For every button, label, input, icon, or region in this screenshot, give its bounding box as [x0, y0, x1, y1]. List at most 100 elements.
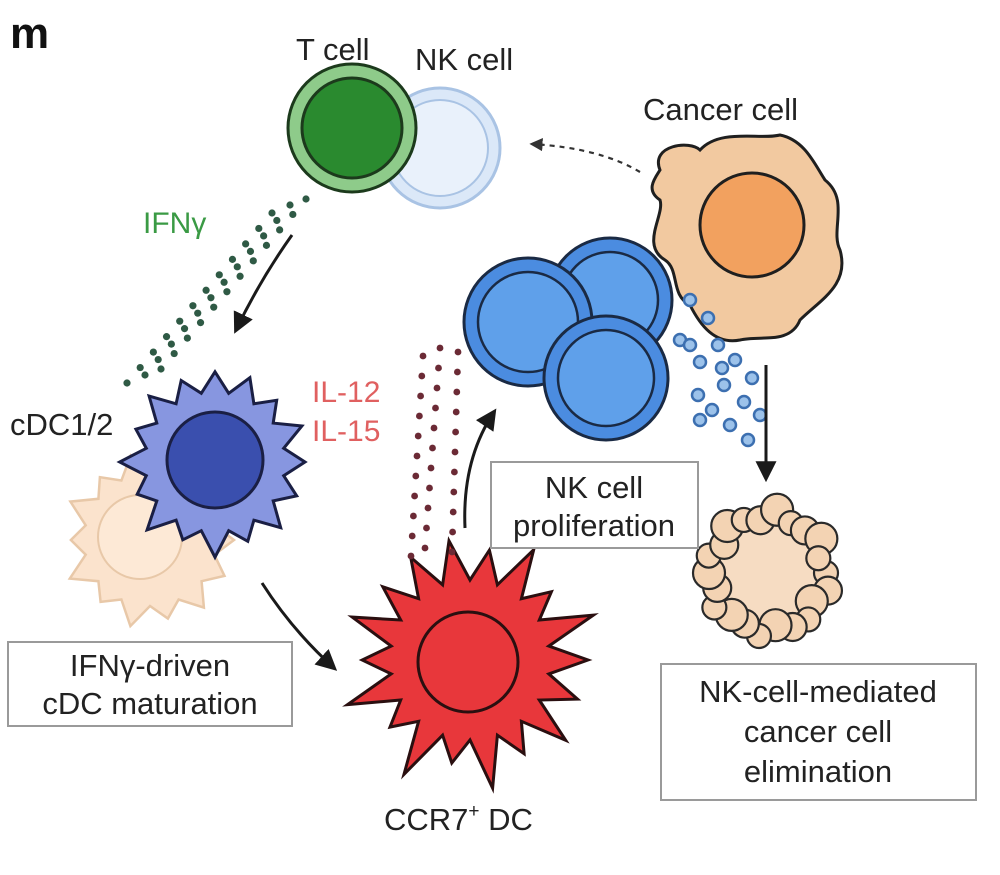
- dot: [273, 216, 281, 225]
- dot: [167, 340, 175, 348]
- dot: [255, 224, 263, 233]
- maturation-arrow: [260, 582, 338, 671]
- dot: [242, 240, 250, 248]
- dot: [417, 392, 424, 400]
- dot: [149, 348, 157, 356]
- ifn-gamma-label: IFNγ: [143, 207, 206, 240]
- dot: [414, 432, 422, 440]
- recognition-dashed-arrow: [529, 138, 641, 173]
- dot: [207, 294, 215, 302]
- granule: [682, 292, 698, 308]
- dot: [424, 504, 432, 512]
- dot: [176, 317, 184, 325]
- cdc-label: cDC1/2: [10, 407, 113, 442]
- granule: [722, 417, 738, 433]
- granule: [692, 412, 708, 428]
- dot: [448, 548, 456, 556]
- dot: [429, 444, 436, 452]
- dot: [421, 544, 429, 552]
- granule: [736, 394, 752, 410]
- granule: [692, 354, 708, 370]
- il15-label: IL-15: [312, 415, 380, 448]
- dot: [411, 492, 418, 500]
- dot: [451, 448, 459, 456]
- eliminated-core: [718, 523, 818, 623]
- dot: [189, 302, 197, 310]
- dot: [427, 464, 435, 472]
- dot: [416, 412, 423, 420]
- dot: [449, 508, 457, 516]
- dot: [123, 379, 131, 387]
- dot: [410, 512, 417, 520]
- granule: [700, 310, 716, 326]
- nk-cell-cluster: [462, 236, 674, 442]
- dot: [408, 532, 416, 540]
- eliminated-cancer-cell: [691, 492, 844, 650]
- dot: [435, 364, 442, 372]
- il-to-nk-arrow: [463, 408, 497, 529]
- elimination-box: NK-cell-mediated cancer cell elimination: [660, 663, 977, 801]
- svg-text:cancer cell: cancer cell: [744, 714, 892, 749]
- il12-label: IL-12: [312, 376, 380, 409]
- dot: [452, 428, 459, 436]
- t-cell-label: T cell: [296, 32, 370, 67]
- dot: [215, 271, 223, 279]
- granule: [710, 337, 726, 353]
- panel-letter: m: [10, 9, 49, 58]
- granule: [744, 370, 760, 386]
- granule: [690, 387, 706, 403]
- dot: [246, 247, 255, 255]
- dot: [202, 286, 210, 294]
- nk-cell-label: NK cell: [415, 42, 513, 77]
- dot: [302, 195, 310, 203]
- dot: [413, 452, 421, 460]
- granule: [740, 432, 756, 448]
- ccr7-dc-label: CCR7+ DC: [384, 801, 533, 837]
- dot: [423, 524, 430, 532]
- dot: [249, 257, 257, 265]
- dot: [170, 349, 178, 358]
- granule: [752, 407, 768, 423]
- dot: [286, 201, 294, 209]
- dot: [418, 372, 426, 380]
- dot: [228, 255, 237, 263]
- dot: [419, 352, 427, 360]
- dot: [136, 363, 144, 372]
- cdc-maturation-box: IFNγ-driven cDC maturation: [7, 641, 293, 727]
- dot: [233, 263, 241, 271]
- ifn-to-cdc-arrow: [233, 234, 294, 334]
- dot: [262, 241, 271, 249]
- ccr7-dc-cell: [342, 536, 599, 794]
- dot: [276, 226, 284, 234]
- dot: [412, 472, 420, 480]
- apoptotic-vesicle: [805, 545, 832, 572]
- dot: [194, 309, 202, 317]
- svg-text:NK-cell-mediated: NK-cell-mediated: [699, 674, 937, 709]
- dot: [451, 468, 458, 476]
- dot: [236, 272, 244, 280]
- svg-text:NK cell: NK cell: [545, 470, 643, 505]
- dot: [289, 210, 297, 219]
- granule: [716, 377, 732, 393]
- granule: [704, 402, 720, 418]
- dot: [454, 368, 461, 376]
- dot: [210, 303, 218, 311]
- cancer-cell-label: Cancer cell: [643, 92, 798, 127]
- dot: [449, 528, 456, 536]
- t-cell: [286, 62, 418, 194]
- svg-text:IFNγ-driven: IFNγ-driven: [70, 648, 230, 683]
- dot: [223, 288, 231, 296]
- dot: [162, 333, 171, 341]
- dot: [180, 325, 189, 333]
- dot: [154, 355, 162, 364]
- granule: [714, 360, 730, 376]
- svg-text:elimination: elimination: [744, 754, 892, 789]
- dot: [183, 334, 191, 342]
- cdc1-2-cell: [116, 369, 308, 561]
- granule: [682, 337, 698, 353]
- dot: [436, 344, 444, 352]
- cytotoxic-granules: [672, 292, 768, 448]
- dot: [220, 278, 228, 286]
- dot: [450, 488, 458, 496]
